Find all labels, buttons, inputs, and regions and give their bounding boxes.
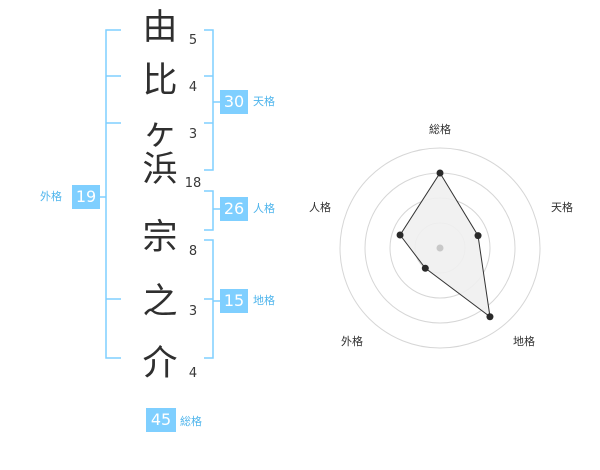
name-char-3: ヶ: [142, 113, 178, 153]
stroke-count-6: 3: [188, 304, 198, 319]
name-char-6: 之: [142, 282, 178, 322]
soukaku-label: 総格: [180, 415, 202, 428]
name-char-4: 浜: [142, 150, 178, 190]
radar-axis-label-soukaku: 総格: [429, 123, 451, 136]
radar-axis-label-jinkaku: 人格: [309, 201, 331, 214]
gaikaku-label: 外格: [40, 190, 62, 203]
name-char-1: 由: [142, 8, 178, 48]
soukaku-value: 45: [146, 408, 176, 432]
stroke-count-1: 5: [188, 33, 198, 48]
radar-data-polygon: [399, 172, 491, 318]
name-char-5: 宗: [142, 218, 178, 258]
stroke-count-4: 18: [184, 176, 202, 191]
jinkaku-bracket: [204, 190, 214, 231]
name-char-2: 比: [142, 61, 178, 101]
name-char-7: 介: [142, 344, 178, 384]
tenkaku-bracket: [204, 29, 214, 171]
stroke-count-3: 3: [188, 127, 198, 142]
radar-ring-4: [339, 147, 541, 349]
radar-point-2: [474, 232, 482, 240]
tenkaku-label: 天格: [253, 95, 275, 108]
radar-point-1: [436, 169, 444, 177]
radar-point-4: [421, 264, 429, 272]
chikaku-label: 地格: [253, 294, 275, 307]
radar-axis-label-chikaku: 地格: [513, 335, 535, 348]
radar-center-dot: [436, 244, 444, 252]
jinkaku-label: 人格: [253, 202, 275, 215]
chikaku-value: 15: [220, 289, 248, 313]
jinkaku-value: 26: [220, 197, 248, 221]
stroke-count-7: 4: [188, 366, 198, 381]
radar-axis-label-gaikaku: 外格: [341, 335, 363, 348]
stroke-count-2: 4: [188, 80, 198, 95]
gaikaku-value: 19: [72, 185, 100, 209]
radar-point-5: [396, 231, 404, 239]
radar-point-3: [486, 313, 494, 321]
stroke-count-5: 8: [188, 244, 198, 259]
tenkaku-value: 30: [220, 90, 248, 114]
gaikaku-bracket: [105, 29, 121, 359]
radar-axis-label-tenkaku: 天格: [551, 201, 573, 214]
